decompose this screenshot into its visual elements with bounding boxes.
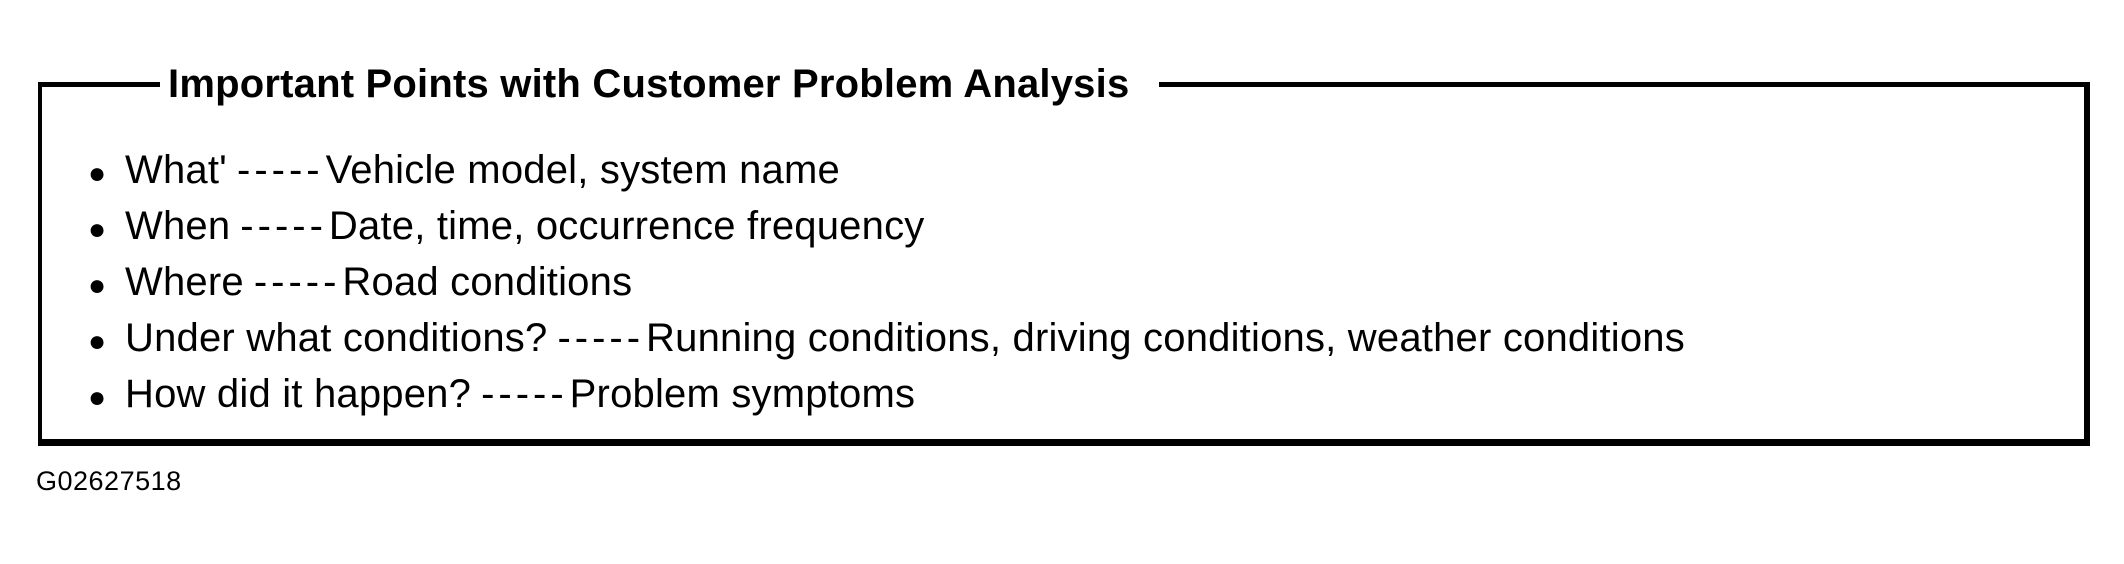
dash-separator: ----- <box>481 372 568 416</box>
point-description: Vehicle model, system name <box>325 148 840 192</box>
dash-separator: ----- <box>253 260 341 304</box>
bullet-icon: ● <box>88 213 107 246</box>
legend-rule-right <box>1159 81 2090 87</box>
important-points-panel: Important Points with Customer Problem A… <box>38 62 2090 446</box>
figure-id: G02627518 <box>36 466 182 496</box>
bullet-icon: ● <box>88 325 107 358</box>
point-row-where: ● Where ----- Road conditions <box>88 254 2064 310</box>
point-description: Date, time, occurrence frequency <box>328 204 925 248</box>
bullet-icon: ● <box>88 381 107 414</box>
point-label: Under what conditions? <box>125 316 548 360</box>
point-label: How did it happen? <box>125 372 472 416</box>
point-label: When <box>125 204 231 248</box>
panel-title: Important Points with Customer Problem A… <box>168 62 1130 106</box>
point-label: Where <box>125 260 244 304</box>
bullet-icon: ● <box>88 157 107 190</box>
legend-rule-left <box>38 81 160 87</box>
point-row-under-what-conditions: ● Under what conditions? ----- Running c… <box>88 310 2064 366</box>
dash-separator: ----- <box>557 316 645 360</box>
dash-separator: ----- <box>237 148 324 192</box>
panel-legend: Important Points with Customer Problem A… <box>38 61 2090 107</box>
point-row-when: ● When ----- Date, time, occurrence freq… <box>88 198 2064 254</box>
point-description: Running conditions, driving conditions, … <box>646 316 1685 360</box>
point-row-what: ● What' ----- Vehicle model, system name <box>88 142 2064 198</box>
point-description: Road conditions <box>342 260 633 304</box>
point-label: What' <box>125 148 227 192</box>
dash-separator: ----- <box>240 204 327 248</box>
point-list: ● What' ----- Vehicle model, system name… <box>42 84 2084 422</box>
point-description: Problem symptoms <box>569 372 916 416</box>
bullet-icon: ● <box>88 269 107 302</box>
point-row-how-did-it-happen: ● How did it happen? ----- Problem sympt… <box>88 366 2064 422</box>
